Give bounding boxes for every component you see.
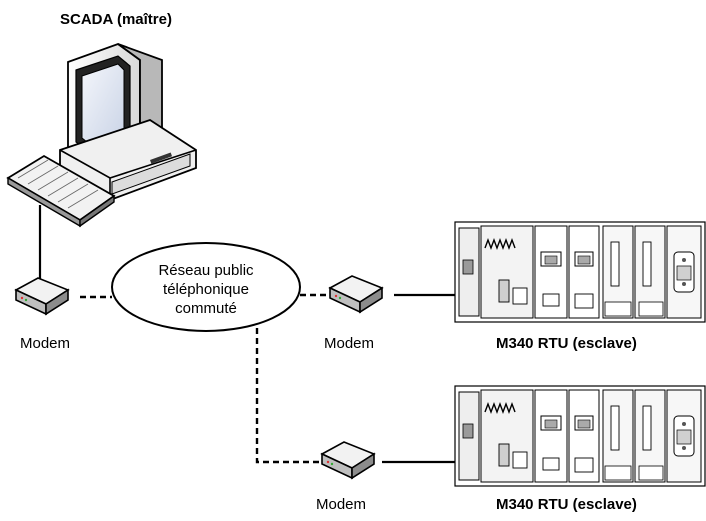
modem-icon [329,275,383,313]
keyboard-icon [6,154,116,228]
rtu-label-2: M340 RTU (esclave) [496,496,637,513]
modem-icon [321,441,375,479]
rtu-label-1: M340 RTU (esclave) [496,335,637,352]
network-label: Réseau public téléphonique commuté [136,261,276,318]
modem-icon [15,277,69,315]
network-label-line-1: Réseau public [158,262,254,279]
modem-label-3: Modem [316,496,367,513]
scada-master-label: SCADA (maître) [60,11,172,28]
plc-rack-icon [454,385,706,487]
plc-rack-icon [454,221,706,323]
network-to-modem3-dashed-link [255,318,322,464]
modem-label-1: Modem [20,335,71,352]
computer-icon [59,42,197,201]
modem-label-2: Modem [324,335,375,352]
network-label-line-3: commuté [175,300,237,317]
cloud-network-icon [111,242,301,332]
network-label-line-2: téléphonique [163,281,249,298]
